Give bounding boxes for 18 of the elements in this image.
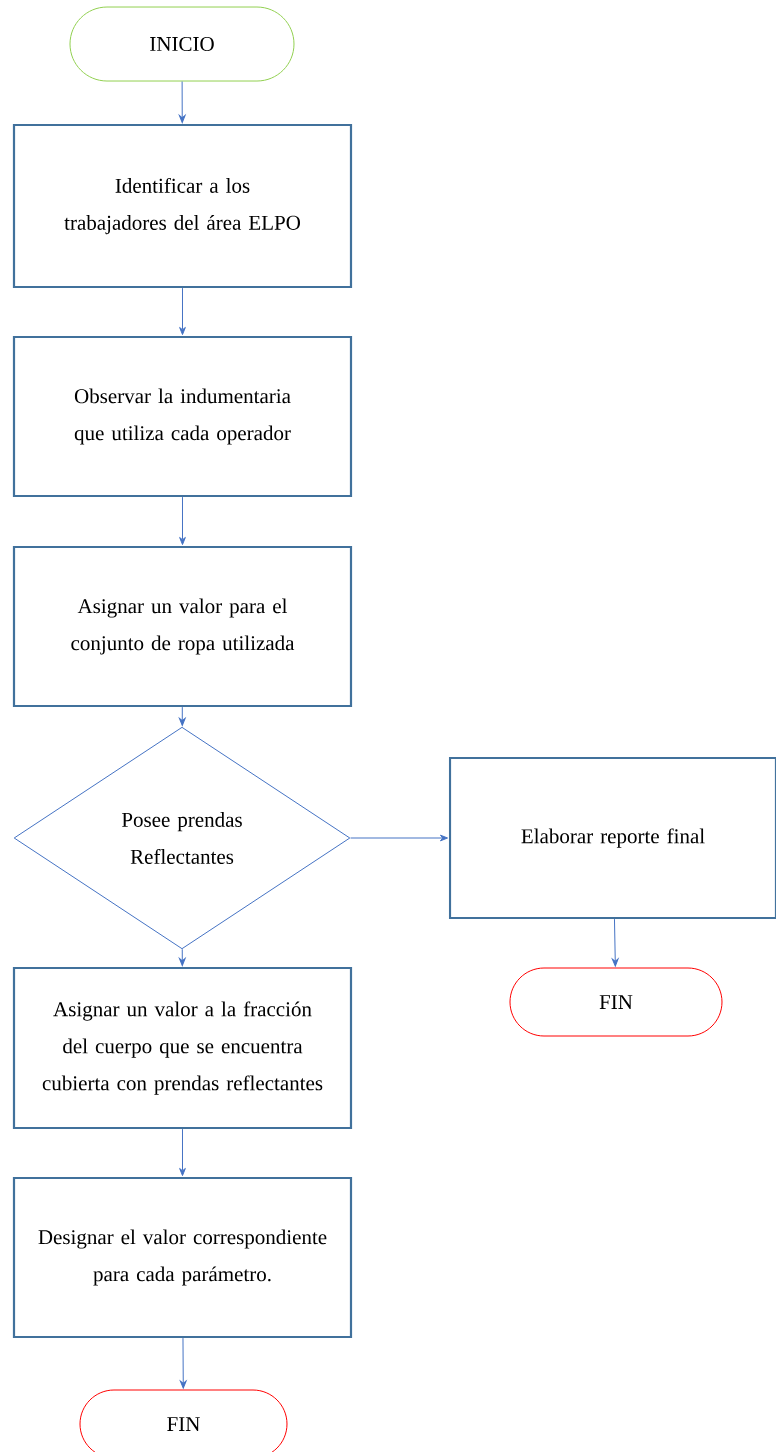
- arrow: [178, 81, 186, 124]
- arrow: [179, 496, 186, 546]
- arrow: [178, 706, 186, 726]
- terminal-box: INICIO: [69, 6, 295, 82]
- process-box: Asignar un valor para el conjunto de ropa utilizada: [12, 545, 353, 708]
- process-box: Designar el valor correspondiente para cada parámetro.: [12, 1176, 353, 1339]
- arrow: [179, 1337, 187, 1389]
- arrow: [179, 287, 186, 336]
- terminal-box: FIN: [79, 1389, 288, 1452]
- terminal-box: FIN: [509, 967, 723, 1037]
- process-box: Observar la indumentaria que utiliza cada operador: [12, 335, 353, 498]
- arrow: [179, 1128, 186, 1177]
- process-box: Asignar un valor a la fracción del cuerpo que se encuentra cubierta con prendas reflectantes: [12, 966, 353, 1130]
- arrow: [178, 948, 186, 967]
- process-box: Elaborar reporte final: [448, 756, 776, 920]
- process-box: Identificar a los trabajadores del área ELPO: [12, 123, 353, 289]
- arrow: [350, 834, 449, 842]
- arrow: [611, 918, 619, 967]
